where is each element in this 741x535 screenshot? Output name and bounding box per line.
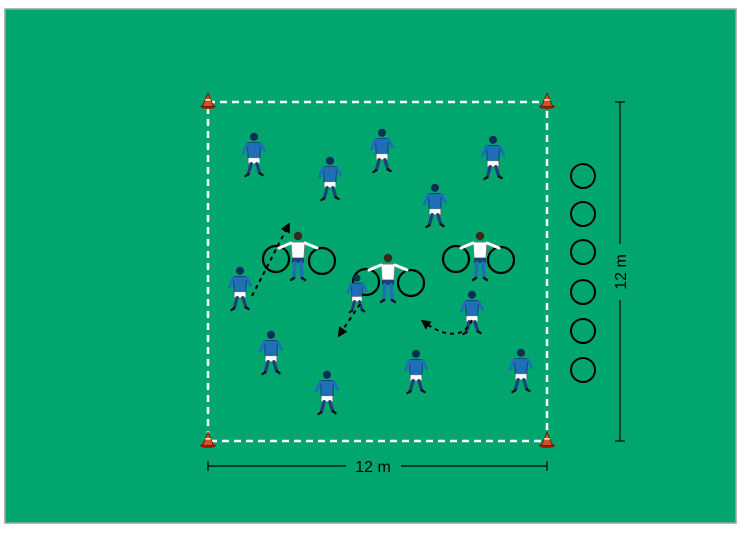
height-label: 12 m bbox=[613, 254, 630, 290]
width-label: 12 m bbox=[355, 459, 391, 476]
